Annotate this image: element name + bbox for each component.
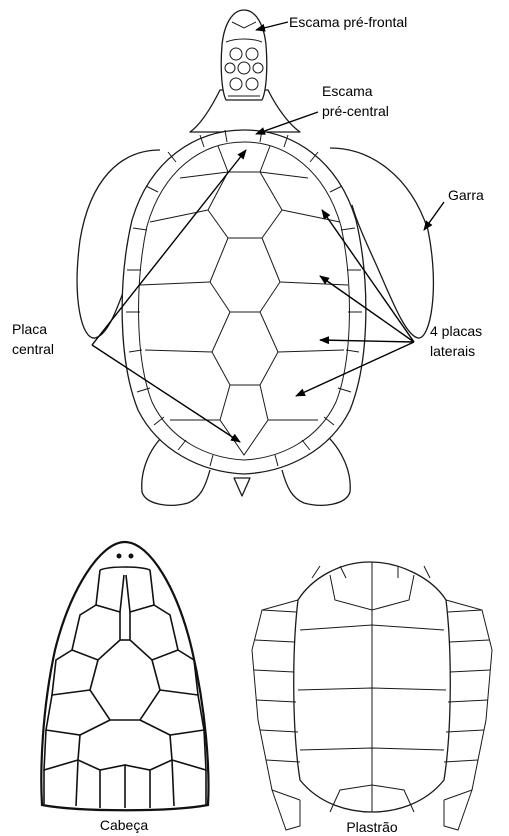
label-precentral-scale-line1: Escama (322, 83, 373, 99)
turtle-dorsal-view (77, 10, 433, 505)
label-central-plate-line1: Placa (12, 321, 47, 337)
carapace-outline (122, 130, 366, 474)
label-central-plate-line2: central (12, 341, 54, 357)
caption-plastron: Plastrão (346, 819, 398, 835)
head-diagram (41, 542, 208, 810)
caption-head: Cabeça (100, 817, 148, 833)
nostril-left-icon (117, 554, 122, 559)
arrow-claw (424, 202, 444, 230)
label-claw: Garra (448, 187, 484, 203)
head-scale-pattern (44, 567, 206, 808)
plastron-diagram (252, 562, 492, 830)
nostril-right-icon (129, 554, 134, 559)
label-prefrontal-scale: Escama pré-frontal (289, 14, 407, 30)
label-lateral-plates-line2: laterais (430, 343, 475, 359)
plastron-marginal-scutes-right (444, 600, 492, 830)
label-lateral-plates-line1: 4 placas (430, 323, 482, 339)
label-precentral-scale-line2: pré-central (322, 103, 389, 119)
head-dorsal (221, 10, 267, 100)
plastron-marginal-scutes-left (252, 600, 300, 830)
tail (234, 478, 250, 496)
